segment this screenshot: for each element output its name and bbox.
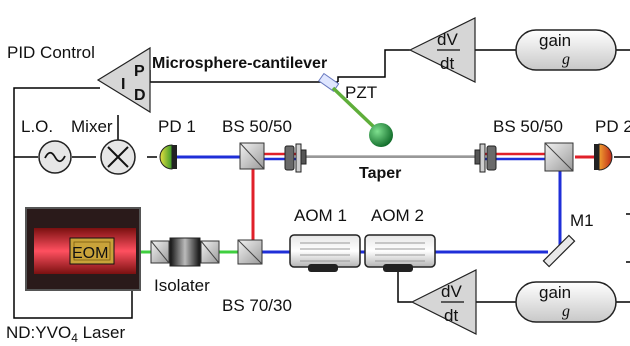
aom-2 — [364, 234, 436, 272]
svg-text:gain: gain — [539, 31, 571, 50]
svg-text:dt: dt — [440, 54, 454, 73]
aom1-label: AOM 1 — [294, 206, 347, 225]
mixer-label: Mixer — [71, 117, 113, 136]
laser-label: ND:YVO4 Laser — [6, 323, 125, 345]
bs-left-label: BS 50/50 — [222, 117, 292, 136]
svg-text:D: D — [134, 87, 146, 104]
svg-text:dV: dV — [441, 282, 462, 301]
aom-1 — [289, 234, 361, 272]
fiber-coupler-left — [284, 143, 307, 173]
fiber-coupler-right — [474, 143, 497, 173]
beamsplitter-70-30 — [237, 239, 263, 265]
pd1-label: PD 1 — [158, 117, 196, 136]
lo-label: L.O. — [21, 117, 53, 136]
svg-text:P: P — [134, 63, 145, 80]
differentiator-top: dV dt — [408, 17, 476, 83]
laser: EOM — [25, 207, 141, 291]
taper-fiber — [305, 155, 476, 158]
mirror-m1 — [542, 234, 576, 268]
pid-control-label: PID Control — [7, 43, 95, 62]
m1-label: M1 — [570, 211, 594, 230]
microsphere-cantilever — [318, 72, 393, 147]
svg-text:dt: dt — [444, 306, 458, 325]
aom2-label: AOM 2 — [371, 206, 424, 225]
svg-text:I: I — [121, 76, 125, 93]
pid-controller: P I D — [96, 46, 151, 114]
svg-text:gain: gain — [539, 283, 571, 302]
beamsplitter-right — [544, 142, 574, 172]
pd2-label: PD 2 — [595, 117, 630, 136]
svg-text:g: g — [562, 303, 570, 320]
gain-bottom: gain g — [515, 281, 617, 323]
taper-label: Taper — [359, 165, 401, 182]
beamsplitter-left — [239, 142, 265, 170]
photodiode-2 — [594, 143, 613, 171]
eom-label: EOM — [72, 245, 108, 262]
pzt-label: PZT — [345, 83, 377, 102]
microsphere-label: Microsphere-cantilever — [152, 55, 327, 72]
svg-text:dV: dV — [437, 30, 458, 49]
differentiator-bottom: dV dt — [410, 269, 477, 335]
photodiode-1 — [159, 144, 177, 170]
isolator — [150, 237, 220, 267]
mixer — [100, 139, 136, 175]
bs-right-label: BS 50/50 — [493, 117, 563, 136]
isolater-label: Isolater — [154, 276, 210, 295]
bs-70-30-label: BS 70/30 — [222, 296, 292, 315]
svg-text:g: g — [562, 51, 570, 68]
local-oscillator — [38, 140, 72, 174]
gain-top: gain g — [515, 29, 617, 71]
